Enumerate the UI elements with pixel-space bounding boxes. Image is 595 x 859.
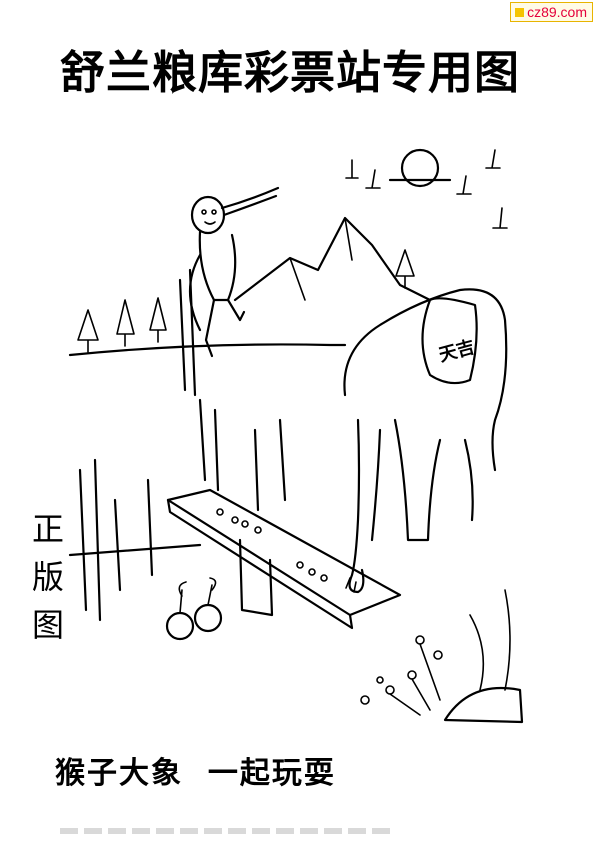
apple-icon <box>165 577 223 641</box>
footer-faint-line <box>60 828 390 834</box>
flower-bush-icon <box>360 589 524 724</box>
saddle-text: 天吉 <box>436 336 476 367</box>
side-label-char: 版 <box>31 558 64 596</box>
mountains <box>233 216 432 302</box>
caption-text: 猴子大象 一起玩耍 <box>55 756 336 791</box>
side-label: 正 版 图 <box>28 505 68 649</box>
side-label-char: 正 <box>31 510 64 548</box>
watermark-badge[interactable]: cz89.com <box>510 2 593 22</box>
monkey-illustration <box>188 186 280 358</box>
moon-icon <box>388 148 452 188</box>
watermark-square-icon <box>515 7 525 17</box>
watermark-text: cz89.com <box>527 4 587 20</box>
tree-icon <box>77 249 415 353</box>
side-label-char: 图 <box>31 606 64 644</box>
seesaw-illustration <box>166 488 402 630</box>
elephant-illustration: 天吉 <box>343 288 508 594</box>
page-title: 舒兰粮库彩票站专用图 <box>60 46 521 99</box>
fence-posts <box>68 268 287 622</box>
distant-figures <box>345 149 508 229</box>
